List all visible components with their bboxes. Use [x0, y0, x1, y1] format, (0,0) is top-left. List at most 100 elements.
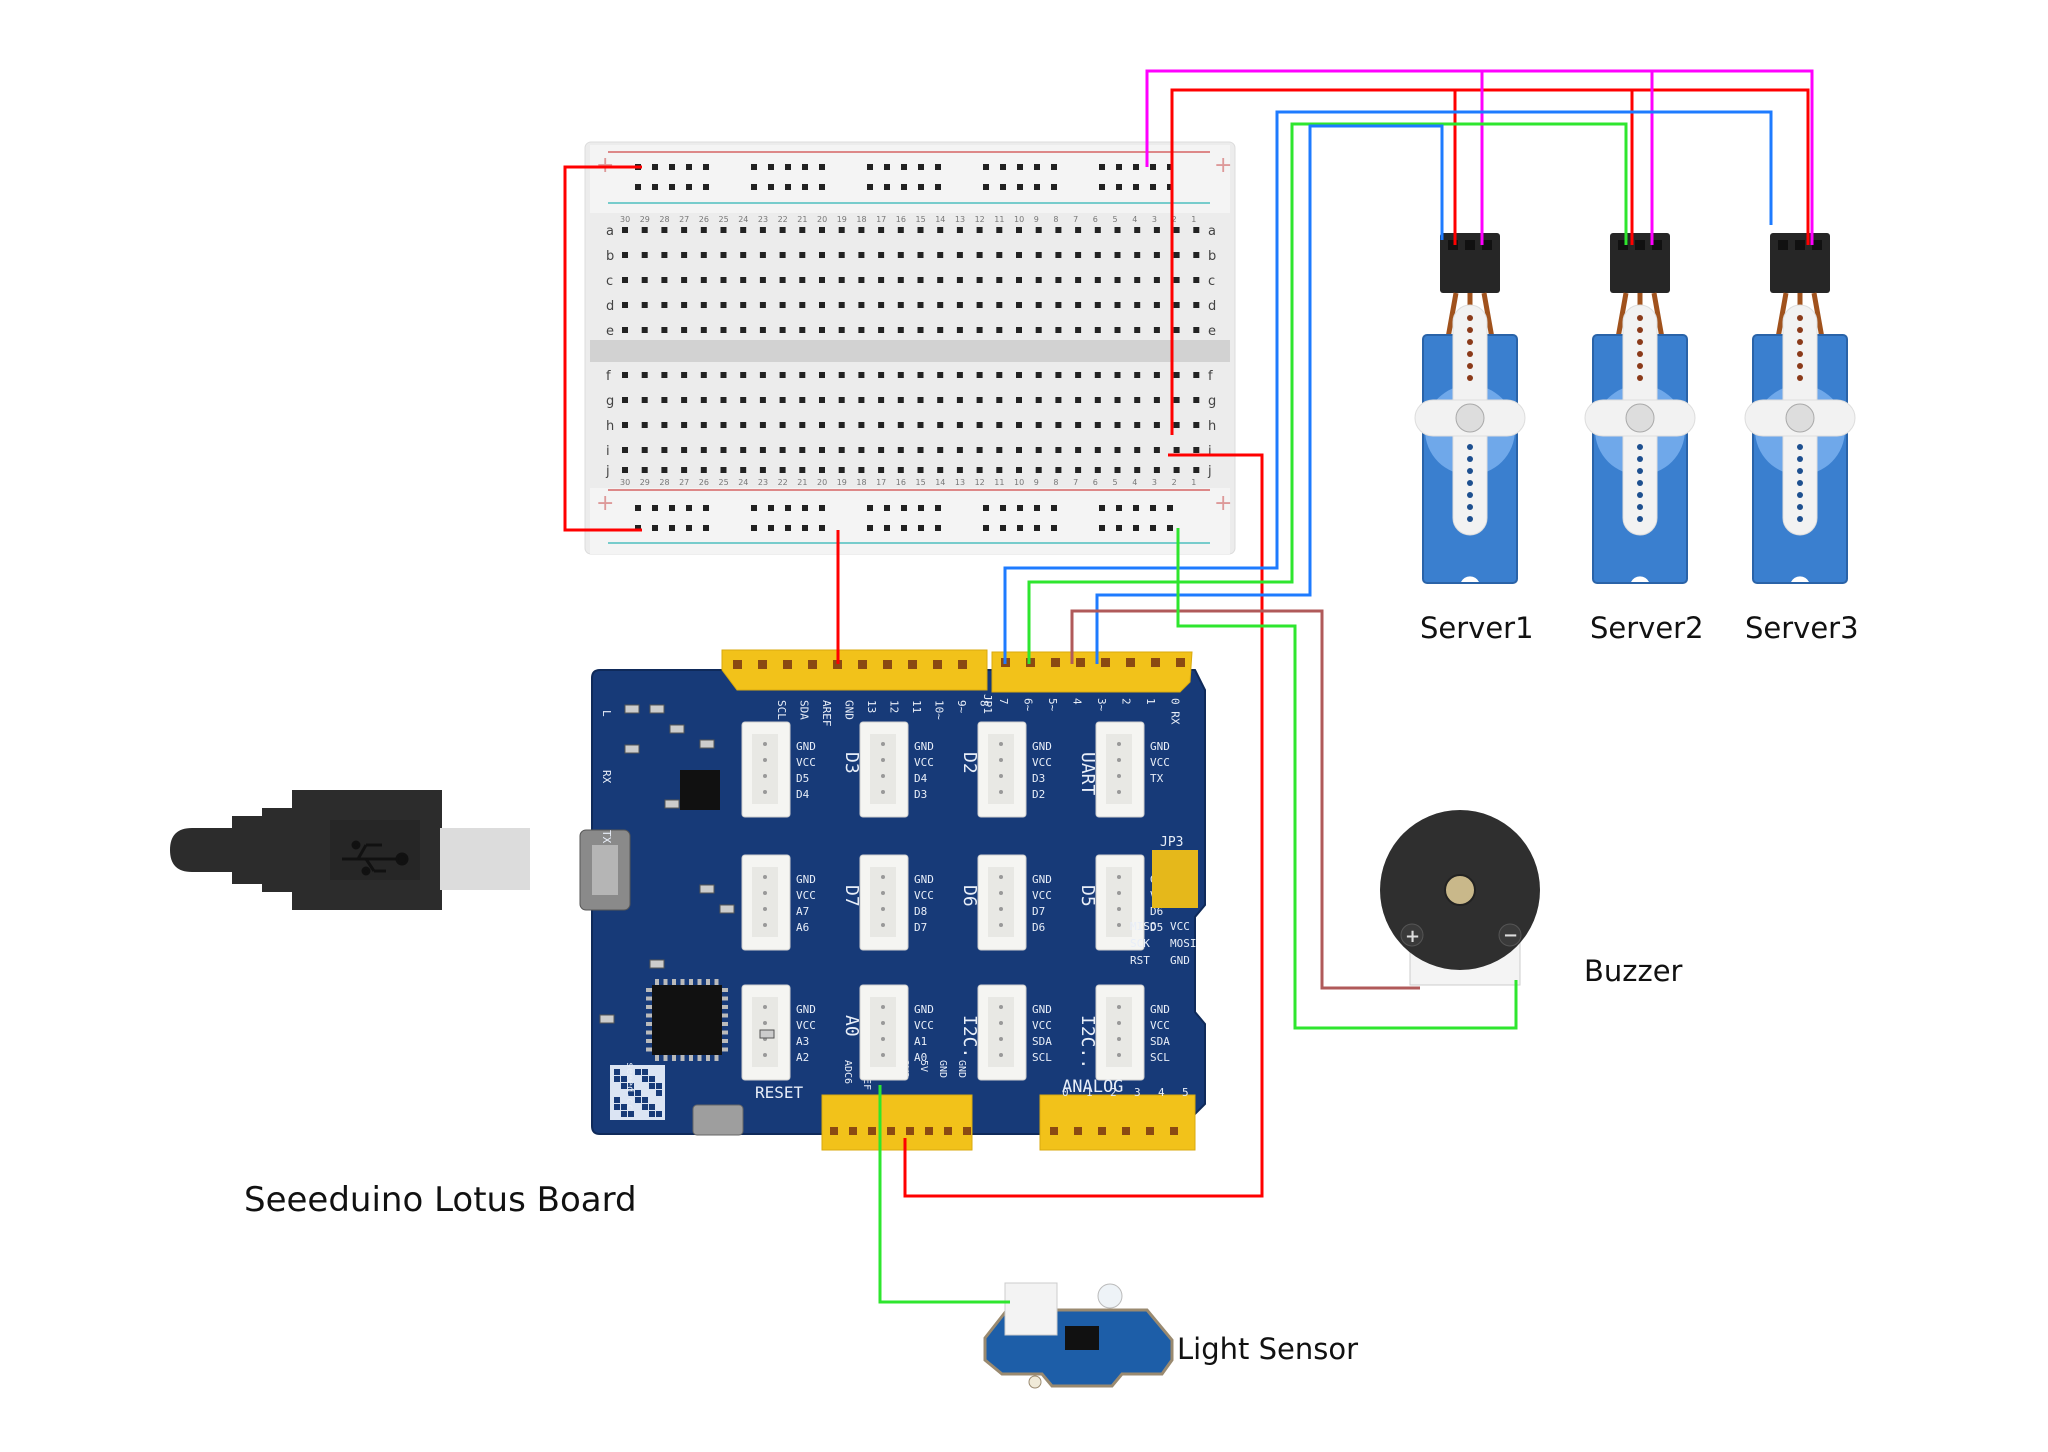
breadboard-hole [1094, 397, 1101, 403]
breadboard-hole [799, 397, 806, 403]
header-pin-label: 7 [997, 698, 1010, 705]
servo-horn-hole [1467, 351, 1473, 357]
chip-pin [706, 979, 710, 985]
rail-hole [669, 505, 675, 511]
grove-pin-label: D6 [1150, 905, 1163, 918]
breadboard-hole [1173, 372, 1180, 378]
breadboard-hole [1094, 252, 1101, 258]
breadboard-hole [1075, 327, 1082, 333]
rail-hole [1150, 184, 1156, 190]
qr-module [621, 1083, 627, 1089]
breadboard-hole [858, 397, 865, 403]
header-socket [1098, 1127, 1106, 1135]
column-number: 20 [817, 478, 827, 487]
servo-horn-hole [1637, 456, 1643, 462]
breadboard-hole [1193, 422, 1200, 428]
breadboard-hole [1055, 372, 1062, 378]
breadboard-hole [1035, 327, 1042, 333]
smd-component [664, 799, 680, 809]
chip-pin [689, 1055, 693, 1061]
breadboard-hole [1193, 277, 1200, 283]
column-number: 8 [1053, 478, 1058, 487]
qr-module [614, 1076, 620, 1082]
light-sensor-mount-hole [1028, 1375, 1042, 1389]
breadboard-hole [700, 227, 707, 233]
breadboard-hole [1075, 227, 1082, 233]
rail-hole [935, 505, 941, 511]
jp3-jumper[interactable] [1152, 850, 1198, 908]
breadboard-hole [759, 422, 766, 428]
grove-pin [881, 758, 885, 762]
buzzer-label: Buzzer [1584, 954, 1683, 988]
breadboard-hole [641, 372, 648, 378]
breadboard-hole [759, 372, 766, 378]
light-sensor-grove-port[interactable] [1004, 1282, 1058, 1336]
column-number: 17 [876, 478, 886, 487]
breadboard-hole [878, 467, 885, 473]
reset-button[interactable] [692, 1104, 744, 1136]
breadboard-hole [1035, 397, 1042, 403]
column-number: 23 [758, 215, 768, 224]
chip-pin [697, 1055, 702, 1061]
breadboard-hole [1075, 302, 1082, 308]
breadboard-hole [700, 302, 707, 308]
rail-hole [1000, 164, 1006, 170]
grove-pin [881, 875, 885, 879]
breadboard-hole [779, 327, 786, 333]
chip-pin [646, 988, 652, 992]
grove-pin [881, 891, 885, 895]
breadboard-hole [1055, 397, 1062, 403]
breadboard-hole [1193, 397, 1200, 403]
breadboard-hole [1016, 422, 1022, 428]
breadboard-hole [897, 372, 904, 378]
breadboard-hole [1114, 302, 1121, 308]
breadboard-hole [819, 327, 825, 333]
rail-hole [1017, 525, 1023, 531]
rail-hole [1133, 184, 1139, 190]
qr-module [635, 1090, 641, 1096]
rail-hole [819, 184, 825, 190]
servo-horn-hole [1797, 327, 1803, 333]
column-number: 1 [1191, 215, 1196, 224]
rail-hole [1099, 505, 1105, 511]
breadboard-hole [1193, 372, 1200, 378]
breadboard-hole [937, 227, 944, 233]
rail-hole [802, 505, 808, 511]
rail-hole [1099, 164, 1105, 170]
breadboard-hole [661, 302, 668, 308]
breadboard-hole [1153, 447, 1160, 453]
breadboard-hole [838, 447, 845, 453]
servo2-label: Server2 [1590, 611, 1704, 645]
grove-pin-label: VCC [796, 1019, 816, 1032]
column-number: 12 [975, 215, 985, 224]
column-number: 24 [738, 478, 748, 487]
servo-horn-hole [1637, 492, 1643, 498]
grove-pin-label: GND [1150, 740, 1170, 753]
breadboard-hole [799, 227, 806, 233]
servo2-green-wire [1027, 122, 1628, 664]
column-number: 28 [659, 478, 669, 487]
breadboard-hole [937, 467, 944, 473]
breadboard-hole [779, 422, 786, 428]
grove-pin [881, 774, 885, 778]
power-pin-label: ADC6 [842, 1060, 853, 1084]
rail-hole [686, 525, 692, 531]
breadboard-hole [956, 422, 963, 428]
breadboard-hole [700, 447, 707, 453]
header-pin-label: SCL [775, 700, 788, 720]
breadboard-hole [1094, 372, 1101, 378]
rail-hole [867, 164, 873, 170]
rail-hole [901, 505, 907, 511]
servo-connector-pin [1795, 240, 1805, 250]
grove-pin [999, 1053, 1003, 1057]
breadboard-hole [838, 227, 845, 233]
rail-hole [935, 184, 941, 190]
grove-pin [1117, 790, 1121, 794]
servo-horn-hole [1637, 516, 1643, 522]
chip-pin [722, 1030, 728, 1035]
breadboard-hole [956, 252, 963, 258]
chip-pin [646, 1005, 652, 1009]
servo-horn-hole [1637, 315, 1643, 321]
